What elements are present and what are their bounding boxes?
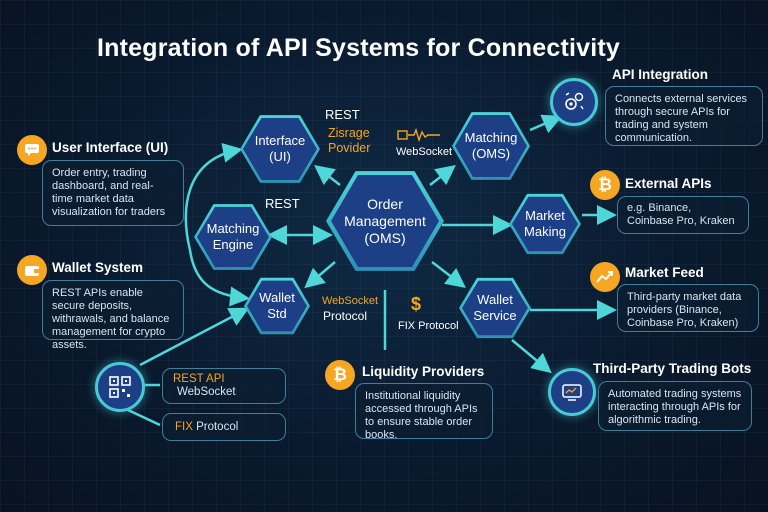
external-apis-text: e.g. Binance, Coinbase Pro, Kraken [627, 202, 735, 227]
api-integration-node[interactable] [550, 78, 598, 126]
rest-api-label: REST API [173, 373, 225, 385]
fix-protocol-suffix: Protocol [192, 421, 239, 433]
user-interface-heading: User Interface (UI) [52, 140, 169, 155]
user-interface-box: Order entry, trading dashboard, and real… [42, 160, 184, 226]
qr-code-icon [109, 376, 131, 398]
market-feed-box: Third-party market data providers (Binan… [617, 284, 759, 332]
api-integration-box: Connects external services through secur… [605, 86, 763, 146]
liquidity-text: Institutional liquidity accessed through… [365, 390, 478, 441]
zisrage-provider-label: Zisrage Povider [328, 126, 371, 155]
oms-node-label: Order Management (OMS) [344, 195, 426, 246]
matching-oms-node-label: Matching (OMS) [464, 130, 518, 161]
matching-oms-node[interactable]: Matching (OMS) [455, 114, 527, 178]
trading-bots-heading: Third-Party Trading Bots [593, 361, 752, 376]
liquidity-heading: Liquidity Providers [362, 364, 485, 379]
liquidity-bitcoin-icon: ₿ [325, 360, 355, 390]
external-apis-heading: External APIs [625, 176, 712, 191]
websocket-label: WebSocket [177, 386, 236, 398]
wallet-system-heading: Wallet System [52, 260, 144, 275]
websocket-top-label: WebSocket [396, 146, 453, 158]
api-gear-icon [565, 92, 584, 110]
page-title: Integration of API Systems for Connectiv… [97, 34, 621, 62]
wallet-service-node-label: Wallet Service [473, 292, 517, 323]
websocket-lower-label: WebSocket [322, 295, 379, 307]
trading-bots-node[interactable] [548, 368, 596, 416]
wallet-icon [17, 255, 47, 285]
oms-node[interactable]: Order Management (OMS) [331, 174, 439, 268]
market-making-node-label: Market Making [524, 208, 566, 239]
waveform-icon [397, 128, 440, 142]
chat-icon [17, 135, 47, 165]
fix-protocol-label: FIX Protocol [398, 320, 459, 332]
user-interface-text: Order entry, trading dashboard, and real… [52, 167, 166, 218]
protocol-label: Protocol [323, 309, 368, 323]
chart-arrows-icon [590, 262, 620, 292]
wallet-system-text: REST APIs enable secure deposits, withra… [52, 287, 170, 351]
bot-icon [562, 384, 582, 401]
api-integration-heading: API Integration [612, 67, 709, 82]
qr-node[interactable] [95, 362, 145, 412]
trading-bots-box: Automated trading systems interacting th… [598, 381, 752, 431]
rest-top-label: REST [325, 107, 360, 122]
liquidity-box: Institutional liquidity accessed through… [355, 383, 493, 441]
fix-protocol-box: FIX Protocol [162, 413, 286, 441]
api-integration-text: Connects external services through secur… [615, 93, 748, 144]
dollar-icon: $ [411, 294, 422, 314]
fix-label: FIX [175, 421, 193, 433]
wallet-system-box: REST APIs enable secure deposits, withra… [42, 280, 184, 351]
external-apis-bitcoin-icon: ₿ [590, 170, 620, 200]
rest-mid-label: REST [265, 196, 300, 211]
market-feed-heading: Market Feed [625, 265, 704, 280]
matching-engine-node-label: Matching Engine [206, 221, 260, 252]
interface-node-label: Interface (UI) [254, 133, 306, 164]
market-feed-text: Third-party market data providers (Binan… [627, 291, 742, 329]
wallet-std-node-label: Wallet Std [259, 290, 295, 321]
trading-bots-text: Automated trading systems interacting th… [608, 388, 742, 426]
rest-api-box: REST API WebSocket [162, 368, 286, 404]
external-apis-box: e.g. Binance, Coinbase Pro, Kraken [617, 196, 749, 234]
